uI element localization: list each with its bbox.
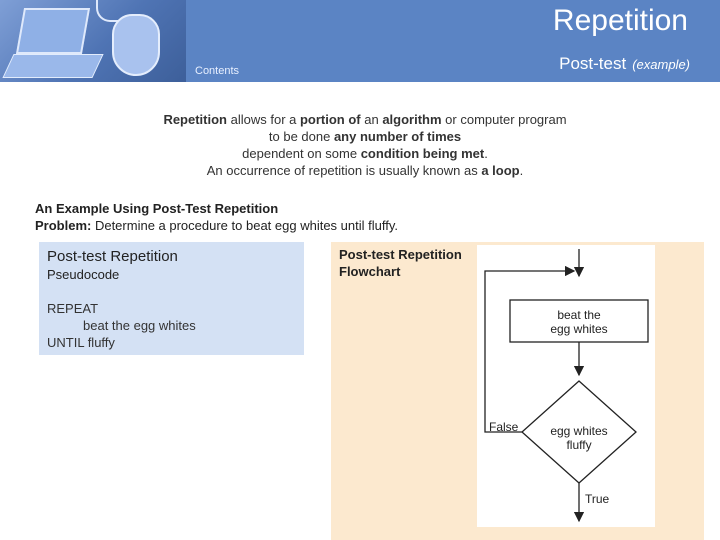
pseudocode-line: UNTIL fluffy bbox=[47, 335, 115, 350]
computer-photo bbox=[0, 0, 186, 82]
loop-back-arrow bbox=[484, 265, 576, 433]
false-label: False bbox=[489, 420, 519, 434]
slide-subtitle: Post-test (example) bbox=[559, 54, 690, 74]
header-banner: Contents Repetition Post-test (example) bbox=[0, 0, 720, 82]
flowchart-panel: beat the egg whites egg whites fluffy Fa… bbox=[477, 245, 655, 527]
subtitle-note: (example) bbox=[632, 57, 690, 72]
example-problem: Problem: Determine a procedure to beat e… bbox=[35, 218, 398, 233]
problem-label: Problem: bbox=[35, 218, 92, 233]
laptop-icon bbox=[15, 8, 91, 54]
true-label: True bbox=[585, 492, 610, 506]
flowchart-label: Post-test Repetition Flowchart bbox=[339, 246, 462, 280]
keyboard-icon bbox=[2, 54, 104, 78]
process-text: beat the bbox=[557, 308, 601, 322]
intro-term-repetition: Repetition bbox=[163, 112, 227, 127]
decision-text: fluffy bbox=[566, 438, 591, 452]
example-title: An Example Using Post-Test Repetition bbox=[35, 201, 279, 216]
intro-term-algorithm: algorithm bbox=[382, 112, 442, 127]
pseudocode-subheading: Pseudocode bbox=[47, 267, 120, 282]
contents-tab-label: Contents bbox=[195, 65, 240, 77]
intro-term-condition: condition being met bbox=[360, 146, 485, 161]
intro-text: to be done bbox=[268, 129, 334, 144]
intro-paragraph: Repetition allows for a portion of an al… bbox=[120, 111, 610, 179]
mouse-cable bbox=[96, 0, 120, 22]
flowchart-label-line: Post-test Repetition bbox=[339, 247, 462, 262]
flowchart-label-line: Flowchart bbox=[339, 264, 401, 279]
intro-text: . bbox=[484, 146, 488, 161]
intro-text: dependent on some bbox=[242, 146, 361, 161]
pseudocode-line: beat the egg whites bbox=[83, 318, 196, 333]
intro-text: or computer program bbox=[441, 112, 567, 127]
problem-text: Determine a procedure to beat egg whites… bbox=[91, 218, 398, 233]
intro-text: . bbox=[519, 163, 524, 178]
decision-text: egg whites bbox=[550, 424, 607, 438]
intro-term-portion: portion of bbox=[299, 112, 361, 127]
flowchart-diagram: beat the egg whites egg whites fluffy Fa… bbox=[484, 249, 649, 523]
intro-text: allows for a bbox=[227, 112, 300, 127]
mouse-icon bbox=[112, 14, 160, 76]
pseudocode-line: REPEAT bbox=[47, 301, 99, 316]
process-text: egg whites bbox=[550, 322, 607, 336]
intro-text: an bbox=[360, 112, 383, 127]
pseudocode-heading: Post-test Repetition bbox=[47, 248, 178, 265]
intro-term-loop: a loop bbox=[481, 163, 520, 178]
pseudocode-box: Post-test Repetition Pseudocode REPEAT b… bbox=[39, 242, 304, 355]
slide-title: Repetition bbox=[552, 4, 688, 37]
contents-tab[interactable]: Contents bbox=[186, 60, 256, 82]
intro-text: An occurrence of repetition is usually k… bbox=[206, 163, 482, 178]
process-box bbox=[509, 299, 649, 343]
subtitle-text: Post-test bbox=[559, 54, 627, 73]
pseudocode-body: REPEAT beat the egg whites UNTIL fluffy bbox=[47, 300, 196, 351]
intro-term-times: any number of times bbox=[333, 129, 462, 144]
